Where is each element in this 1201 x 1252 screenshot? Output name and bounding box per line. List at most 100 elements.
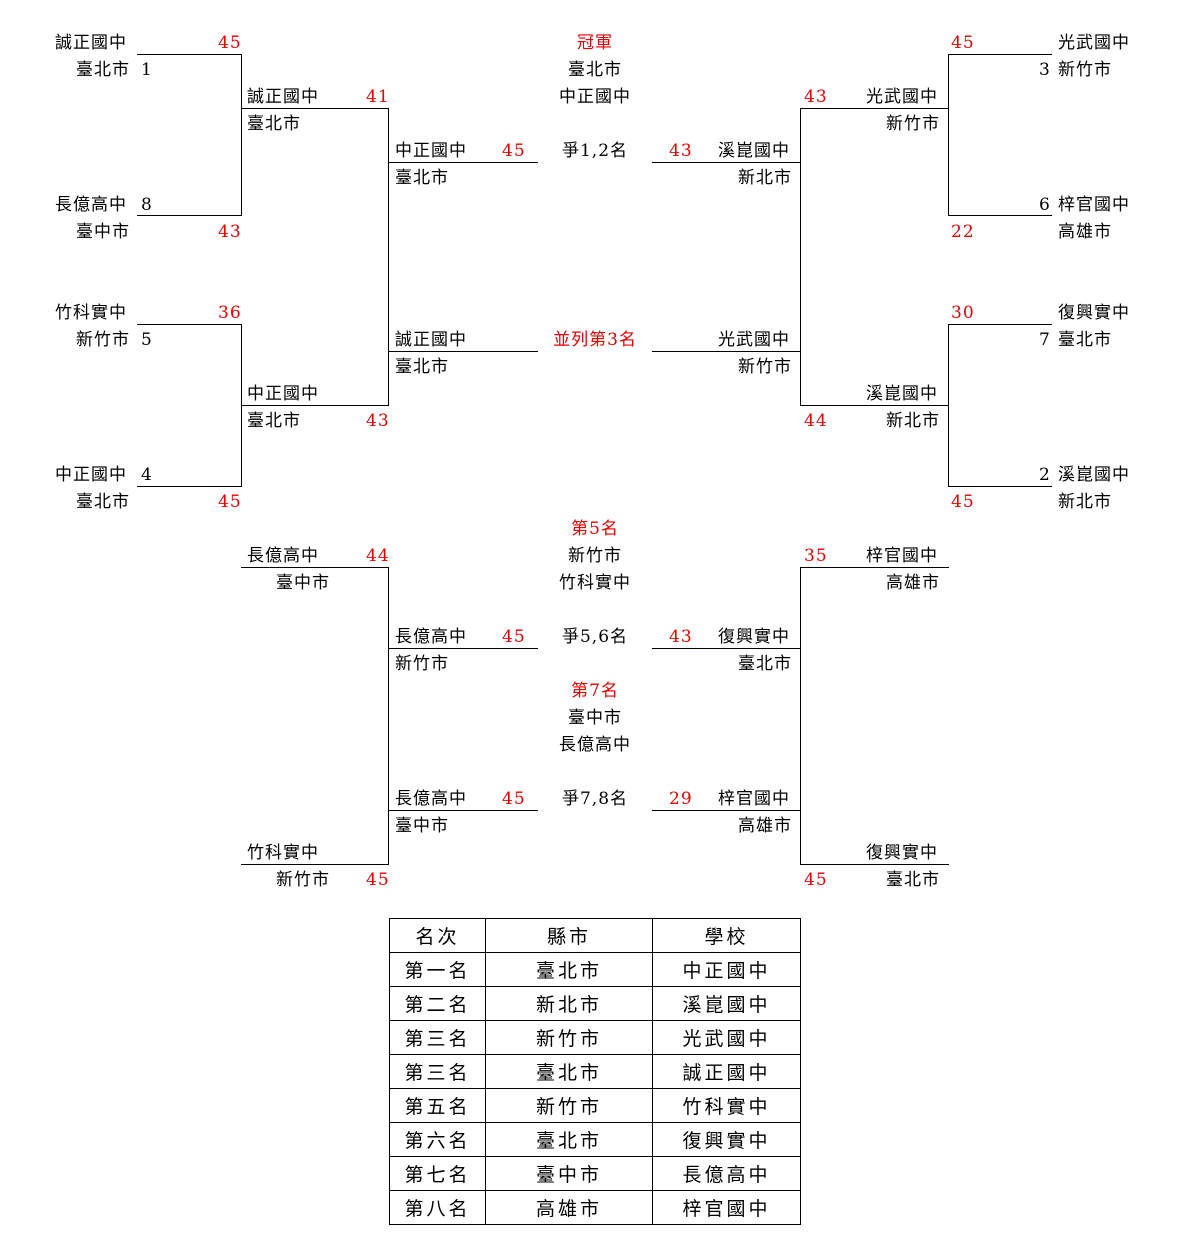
team-city: 新北市 [1058,492,1112,512]
team-seed: 6 [1039,195,1051,215]
table-row: 第六名 臺北市 復興實中 [389,1122,801,1157]
rank-cell: 第二名 [389,986,486,1021]
fifth-place-school: 竹科實中 [559,573,631,593]
bracket-line [388,108,389,406]
team-score: 41 [366,87,390,107]
third-place-label: 並列第3名 [553,330,637,350]
team-score: 43 [804,87,828,107]
team-city: 新竹市 [395,654,449,674]
team-city: 臺中市 [395,816,449,836]
team-score: 43 [218,222,242,242]
team-school: 復興實中 [1058,303,1130,323]
rank-cell: 第一名 [389,952,486,987]
champion-city: 臺北市 [568,60,622,80]
team-score: 45 [502,789,526,809]
team-school: 長億高中 [395,627,467,647]
team-school: 光武國中 [718,330,790,350]
seventh-game-label: 爭7,8名 [561,789,629,809]
team-school: 長億高中 [55,195,127,215]
team-score: 43 [669,627,693,647]
table-row: 第三名 臺北市 誠正國中 [389,1054,801,1089]
rank-cell: 第八名 [389,1190,486,1225]
bracket-line [652,162,801,163]
bracket-line [800,108,949,109]
bracket-line [800,567,801,865]
city-cell: 新北市 [485,986,653,1021]
school-cell: 竹科實中 [652,1088,801,1123]
table-row: 第三名 新竹市 光武國中 [389,1020,801,1055]
bracket-line [948,215,1052,216]
team-school: 溪崑國中 [718,141,790,161]
bracket-line [800,108,801,406]
bracket-line [652,351,801,352]
rank-cell: 第七名 [389,1156,486,1191]
rank-cell: 第六名 [389,1122,486,1157]
table-row: 第五名 新竹市 竹科實中 [389,1088,801,1123]
team-city: 臺北市 [76,492,130,512]
champion-label: 冠軍 [577,33,613,53]
table-header-row: 名次 縣市 學校 [389,918,801,953]
bracket-line [241,864,389,865]
seventh-place-city: 臺中市 [568,708,622,728]
team-score: 45 [804,870,828,890]
team-school: 復興實中 [866,843,938,863]
team-school: 竹科實中 [55,303,127,323]
champion-school: 中正國中 [559,87,631,107]
city-cell: 臺北市 [485,952,653,987]
column-header: 縣市 [485,918,653,953]
rank-cell: 第三名 [389,1054,486,1089]
team-school: 光武國中 [866,87,938,107]
team-city: 臺北市 [247,411,301,431]
rank-cell: 第三名 [389,1020,486,1055]
bracket-line [241,54,242,216]
team-city: 新竹市 [886,114,940,134]
city-cell: 新竹市 [485,1088,653,1123]
bracket-line [241,405,389,406]
bracket-line [800,864,949,865]
team-city: 新北市 [738,168,792,188]
team-seed: 7 [1039,330,1051,350]
school-cell: 中正國中 [652,952,801,987]
school-cell: 光武國中 [652,1020,801,1055]
team-score: 30 [951,303,975,323]
team-school: 誠正國中 [395,330,467,350]
bracket-line [800,567,949,568]
results-table: 名次 縣市 學校 第一名 臺北市 中正國中 第二名 新北市 溪崑國中 第三名 新… [389,918,801,1225]
team-city: 臺北市 [1058,330,1112,350]
team-city: 臺中市 [276,573,330,593]
table-row: 第二名 新北市 溪崑國中 [389,986,801,1021]
city-cell: 高雄市 [485,1190,653,1225]
table-row: 第一名 臺北市 中正國中 [389,952,801,987]
team-seed: 3 [1039,60,1051,80]
school-cell: 長億高中 [652,1156,801,1191]
school-cell: 梓官國中 [652,1190,801,1225]
bracket-line [137,215,242,216]
team-score: 29 [669,789,693,809]
team-city: 新竹市 [1058,60,1112,80]
school-cell: 溪崑國中 [652,986,801,1021]
team-score: 45 [218,492,242,512]
team-city: 臺北市 [395,357,449,377]
table-row: 第七名 臺中市 長億高中 [389,1156,801,1191]
bracket-line [137,486,242,487]
team-score: 45 [951,492,975,512]
team-school: 復興實中 [718,627,790,647]
team-school: 誠正國中 [247,87,319,107]
team-school: 梓官國中 [866,546,938,566]
team-school: 誠正國中 [55,33,127,53]
team-seed: 4 [141,465,153,485]
bracket-line [800,405,949,406]
bracket-line [388,351,538,352]
team-seed: 8 [141,195,153,215]
team-school: 溪崑國中 [866,384,938,404]
team-city: 臺中市 [76,222,130,242]
bracket-line [948,486,1052,487]
team-city: 高雄市 [886,573,940,593]
team-school: 中正國中 [247,384,319,404]
team-score: 36 [218,303,242,323]
bracket-line [241,567,389,568]
team-city: 高雄市 [738,816,792,836]
team-score: 45 [366,870,390,890]
team-school: 竹科實中 [247,843,319,863]
column-header: 學校 [652,918,801,953]
